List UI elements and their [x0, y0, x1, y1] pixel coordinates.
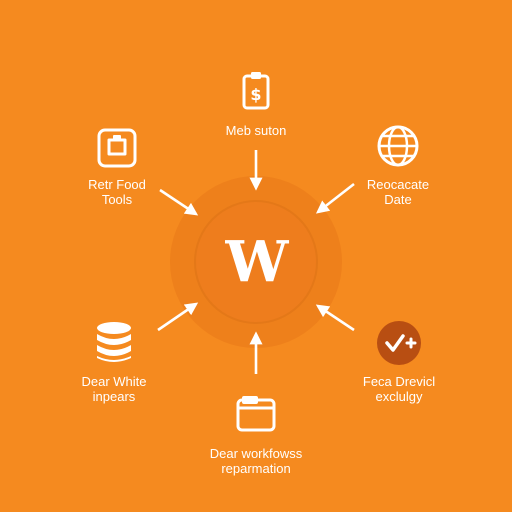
- node-label-top: Meb suton: [225, 123, 287, 138]
- arrow-bottom-left: [157, 302, 199, 332]
- hub-circle: W: [196, 202, 316, 322]
- svg-text:$: $: [250, 85, 261, 104]
- checkmark-badge-icon: [375, 319, 423, 367]
- arrow-top-right: [315, 182, 355, 214]
- node-label-top-left: Retr Food Tools: [88, 177, 146, 207]
- node-label-top-right: Reocacate Date: [366, 177, 430, 207]
- node-label-bottom-left: Dear White inpears: [81, 374, 147, 404]
- node-label-bottom: Dear workfowss reparmation: [209, 446, 303, 476]
- document-dollar-icon: $: [232, 68, 280, 116]
- node-label-bottom-right: Feca Drevicl exclulgy: [362, 374, 436, 404]
- database-icon: [90, 318, 138, 366]
- clipboard-icon: [93, 124, 141, 172]
- arrow-bottom-right: [315, 304, 355, 332]
- arrow-top-left: [159, 188, 199, 216]
- globe-icon: [374, 122, 422, 170]
- folder-icon: [232, 390, 280, 438]
- hub-logo-letter: W: [225, 229, 289, 295]
